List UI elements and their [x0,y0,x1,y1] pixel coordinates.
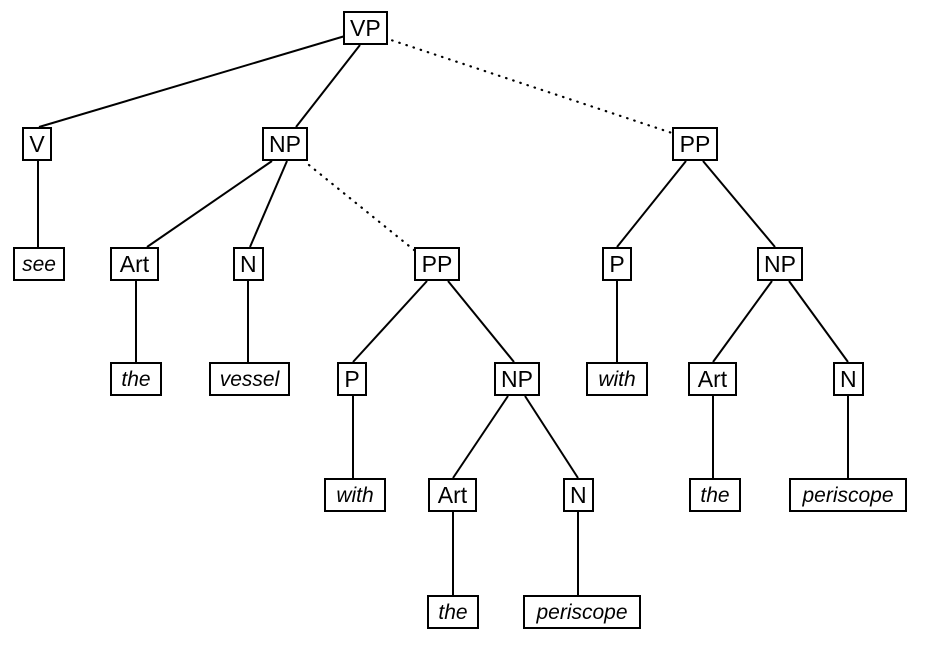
tree-edge-np_right-n_r [788,280,849,363]
tree-leaf-with_r: with [586,362,648,396]
tree-node-vp: VP [343,11,388,45]
tree-leaf-the_r: the [689,478,741,512]
tree-edge-np_mid-art_m [452,395,509,479]
tree-leaf-the_m: the [427,595,479,629]
tree-edge-np_mid-n_m [524,395,579,479]
tree-leaf-peri_m: periscope [523,595,641,629]
tree-edge-np_right-art_r [712,280,773,363]
tree-edge-vp-pp_right [383,36,674,135]
tree-leaf-vessel: vessel [209,362,290,396]
tree-node-pp_right: PP [672,127,718,161]
tree-edge-pp_mid-np_mid [447,280,515,363]
tree-edge-vp-v [38,35,346,128]
tree-node-art_r: Art [688,362,737,396]
tree-edge-pp_right-p_right [616,160,687,248]
tree-leaf-with_m: with [324,478,386,512]
tree-node-art1: Art [110,247,159,281]
tree-node-v: V [22,127,52,161]
tree-leaf-see: see [13,247,65,281]
tree-edge-np1-art1 [146,160,273,248]
tree-node-p_right: P [602,247,632,281]
tree-edge-pp_right-np_right [702,160,776,248]
tree-edge-np1-n1 [249,160,288,248]
tree-node-np1: NP [262,127,308,161]
tree-node-n1: N [233,247,264,281]
tree-node-pp_mid: PP [414,247,460,281]
tree-node-art_m: Art [428,478,477,512]
tree-node-np_right: NP [757,247,803,281]
tree-node-np_mid: NP [494,362,540,396]
tree-edge-vp-np1 [295,44,361,128]
tree-leaf-peri_r: periscope [789,478,907,512]
tree-edge-np1-pp_mid [307,163,416,252]
tree-node-n_m: N [563,478,594,512]
tree-edge-pp_mid-p_mid [352,280,428,363]
tree-node-n_r: N [833,362,864,396]
tree-leaf-the1: the [110,362,162,396]
tree-node-p_mid: P [337,362,367,396]
